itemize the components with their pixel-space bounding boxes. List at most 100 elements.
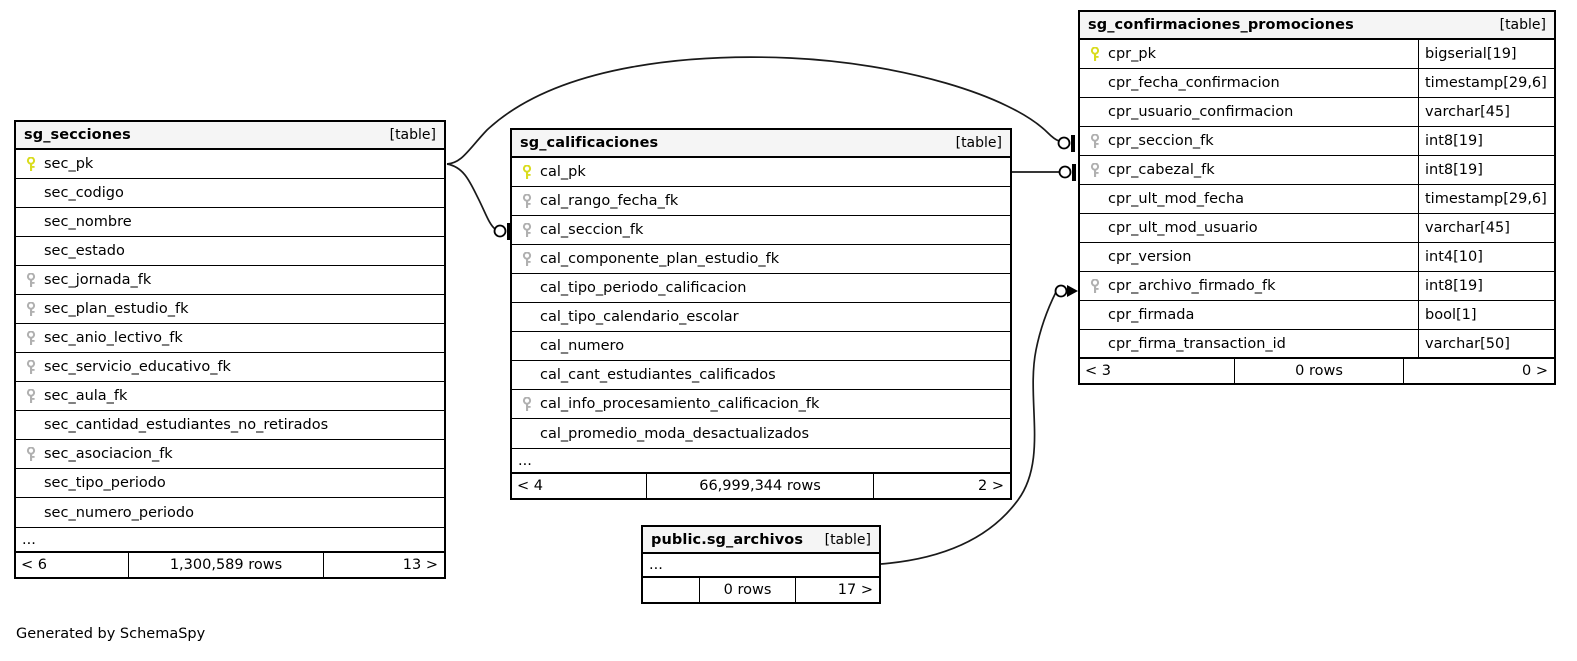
column-type: varchar[45]: [1425, 104, 1510, 120]
table-row[interactable]: sec_tipo_periodo: [16, 469, 444, 498]
column-name: sec_jornada_fk: [44, 272, 152, 288]
table-type-tag: [table]: [389, 127, 436, 143]
table-sg-secciones[interactable]: sg_secciones [table] sec_pk sec_codigo s…: [14, 120, 446, 579]
table-row[interactable]: cal_tipo_calendario_escolar: [512, 303, 1010, 332]
generated-by-credit: Generated by SchemaSpy: [16, 626, 206, 642]
prev-page-button[interactable]: < 4: [517, 478, 543, 494]
table-row[interactable]: sec_anio_lectivo_fk: [16, 324, 444, 353]
table-footer-sg-calificaciones: < 4 66,999,344 rows 2 >: [512, 474, 1010, 498]
no-key-spacer: [1086, 191, 1104, 207]
table-footer-public-sg-archivos: 0 rows 17 >: [643, 578, 879, 602]
no-key-spacer: [22, 505, 40, 521]
table-title: sg_confirmaciones_promociones: [1088, 17, 1354, 33]
table-footer-sg-secciones: < 6 1,300,589 rows 13 >: [16, 553, 444, 577]
more-columns-indicator: ...: [512, 448, 1010, 474]
marker-zero-or-one-cpr-cabezal: [1058, 165, 1072, 179]
table-row[interactable]: sec_plan_estudio_fk: [16, 295, 444, 324]
no-key-spacer: [518, 426, 536, 442]
foreign-key-icon: [1086, 162, 1104, 178]
table-row[interactable]: sec_codigo: [16, 179, 444, 208]
table-row[interactable]: cpr_firmada bool[1]: [1080, 301, 1554, 330]
table-row[interactable]: sec_jornada_fk: [16, 266, 444, 295]
column-name: cal_promedio_moda_desactualizados: [540, 425, 810, 442]
table-row[interactable]: cal_promedio_moda_desactualizados: [512, 419, 1010, 448]
foreign-key-icon: [1086, 133, 1104, 149]
table-sg-confirmaciones-promociones[interactable]: sg_confirmaciones_promociones [table] cp…: [1078, 10, 1556, 385]
row-count: 1,300,589 rows: [128, 553, 324, 577]
marker-zero-or-one-cpr-archivo: [1054, 284, 1068, 298]
next-page-button[interactable]: 2 >: [978, 478, 1004, 494]
column-name: sec_asociacion_fk: [44, 446, 173, 462]
column-name: cpr_ult_mod_fecha: [1108, 191, 1245, 207]
table-row[interactable]: sec_numero_periodo: [16, 498, 444, 527]
column-type: timestamp[29,6]: [1425, 75, 1547, 91]
table-sg-calificaciones[interactable]: sg_calificaciones [table] cal_pk cal_ran…: [510, 128, 1012, 500]
column-type: bigserial[19]: [1425, 46, 1517, 62]
marker-zero-or-one-cpr-seccion: [1057, 136, 1071, 150]
table-row[interactable]: cal_numero: [512, 332, 1010, 361]
next-page-button[interactable]: 17 >: [837, 582, 873, 598]
no-key-spacer: [22, 185, 40, 201]
column-type: bool[1]: [1425, 307, 1477, 323]
table-row[interactable]: cal_componente_plan_estudio_fk: [512, 245, 1010, 274]
table-row[interactable]: sec_nombre: [16, 208, 444, 237]
table-header-sg-confirmaciones-promociones: sg_confirmaciones_promociones [table]: [1080, 12, 1554, 40]
column-name: cpr_version: [1108, 249, 1192, 265]
column-name: sec_pk: [44, 156, 94, 172]
table-row[interactable]: cal_tipo_periodo_calificacion: [512, 274, 1010, 303]
table-row[interactable]: cpr_archivo_firmado_fk int8[19]: [1080, 272, 1554, 301]
table-row[interactable]: sec_cantidad_estudiantes_no_retirados: [16, 411, 444, 440]
row-count: 0 rows: [1234, 359, 1404, 383]
foreign-key-icon: [518, 193, 536, 209]
table-row[interactable]: cpr_usuario_confirmacion varchar[45]: [1080, 98, 1554, 127]
table-row[interactable]: cal_cant_estudiantes_calificados: [512, 361, 1010, 390]
table-row[interactable]: cal_seccion_fk: [512, 216, 1010, 245]
table-row[interactable]: sec_pk: [16, 150, 444, 179]
column-name: cal_tipo_periodo_calificacion: [540, 280, 747, 296]
table-row[interactable]: cal_pk: [512, 158, 1010, 187]
no-key-spacer: [518, 309, 536, 325]
table-row[interactable]: cpr_pk bigserial[19]: [1080, 40, 1554, 69]
no-key-spacer: [1086, 307, 1104, 323]
table-title: public.sg_archivos: [651, 531, 804, 548]
table-public-sg-archivos[interactable]: public.sg_archivos [table] ... 0 rows 17…: [641, 525, 881, 604]
table-row[interactable]: cpr_version int4[10]: [1080, 243, 1554, 272]
column-list-sg-secciones: sec_pk sec_codigo sec_nombre sec_estado: [16, 150, 444, 527]
no-key-spacer: [518, 338, 536, 354]
column-name: sec_anio_lectivo_fk: [44, 330, 183, 346]
table-type-tag: [table]: [1499, 17, 1546, 33]
table-row[interactable]: sec_estado: [16, 237, 444, 266]
prev-page-button[interactable]: < 3: [1085, 363, 1111, 379]
table-row[interactable]: sec_servicio_educativo_fk: [16, 353, 444, 382]
column-name: cal_cant_estudiantes_calificados: [540, 367, 776, 383]
table-title: sg_calificaciones: [520, 135, 659, 151]
marker-zero-or-one-cal-seccion: [493, 224, 507, 238]
table-row[interactable]: cpr_fecha_confirmacion timestamp[29,6]: [1080, 69, 1554, 98]
table-type-tag: [table]: [824, 531, 871, 548]
primary-key-icon: [518, 164, 536, 180]
prev-page-button[interactable]: < 6: [21, 557, 47, 573]
table-row[interactable]: cal_info_procesamiento_calificacion_fk: [512, 390, 1010, 419]
table-row[interactable]: sec_asociacion_fk: [16, 440, 444, 469]
foreign-key-icon: [518, 251, 536, 267]
next-page-button[interactable]: 13 >: [402, 557, 438, 573]
primary-key-icon: [22, 156, 40, 172]
table-row[interactable]: cpr_firma_transaction_id varchar[50]: [1080, 330, 1554, 359]
foreign-key-icon: [518, 396, 536, 412]
table-row[interactable]: cpr_ult_mod_fecha timestamp[29,6]: [1080, 185, 1554, 214]
no-key-spacer: [1086, 336, 1104, 352]
table-header-sg-secciones: sg_secciones [table]: [16, 122, 444, 150]
prev-page-button[interactable]: [643, 578, 699, 602]
row-count: 66,999,344 rows: [646, 474, 874, 498]
foreign-key-icon: [22, 330, 40, 346]
table-row[interactable]: cal_rango_fecha_fk: [512, 187, 1010, 216]
column-list-sg-calificaciones: cal_pk cal_rango_fecha_fk cal_seccion_fk: [512, 158, 1010, 448]
table-row[interactable]: sec_aula_fk: [16, 382, 444, 411]
no-key-spacer: [22, 417, 40, 433]
no-key-spacer: [22, 475, 40, 491]
table-row[interactable]: cpr_cabezal_fk int8[19]: [1080, 156, 1554, 185]
next-page-button[interactable]: 0 >: [1522, 363, 1548, 379]
table-row[interactable]: cpr_ult_mod_usuario varchar[45]: [1080, 214, 1554, 243]
table-row[interactable]: cpr_seccion_fk int8[19]: [1080, 127, 1554, 156]
column-name: cpr_pk: [1108, 46, 1156, 62]
